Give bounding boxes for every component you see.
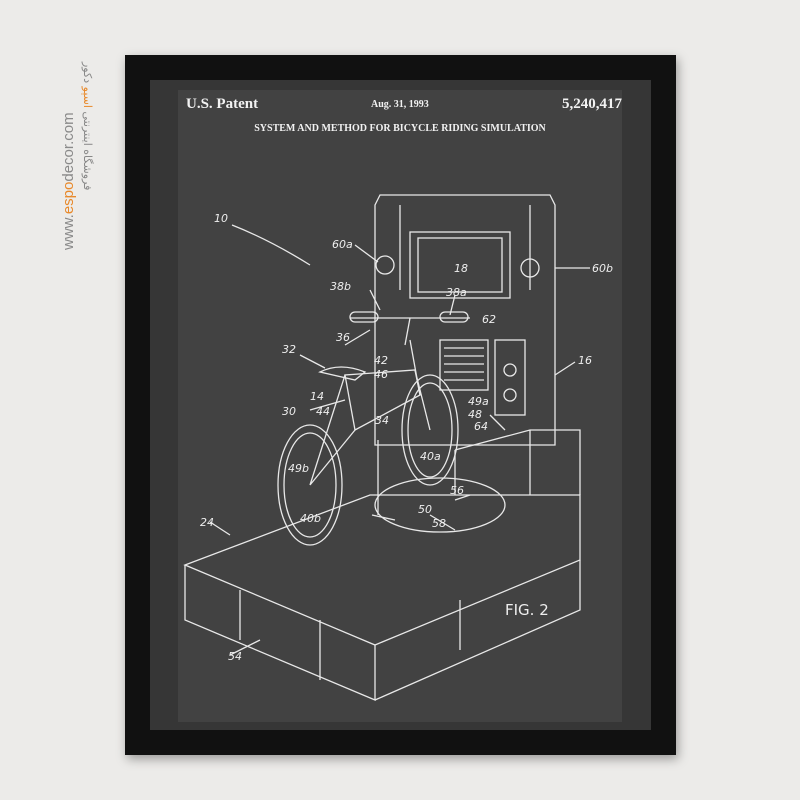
label-38b: 38b (330, 280, 351, 293)
patent-date: Aug. 31, 1993 (371, 99, 429, 110)
label-64: 64 (474, 420, 488, 433)
figure-label: FIG. 2 (505, 601, 549, 619)
label-40b: 40b (300, 512, 321, 525)
label-40a: 40a (420, 450, 441, 463)
label-16: 16 (578, 354, 592, 367)
label-60b: 60b (592, 262, 613, 275)
watermark-text: فروشگاه اینترنتی (81, 107, 94, 191)
label-18: 18 (454, 262, 468, 275)
label-56: 56 (450, 484, 464, 497)
label-62: 62 (482, 313, 496, 326)
label-54: 54 (228, 650, 242, 663)
watermark-brand: اسپو (81, 86, 94, 108)
label-24: 24 (200, 516, 214, 529)
label-58: 58 (432, 517, 446, 530)
label-49a: 49a (468, 395, 489, 408)
patent-number: 5,240,417 (562, 96, 622, 112)
persian-watermark: فروشگاه اینترنتی اسپو دکور (80, 62, 94, 190)
bicycle-simulator-drawing (183, 194, 590, 701)
label-44: 44 (316, 405, 330, 418)
label-42: 42 (374, 354, 388, 367)
watermark-text: decor.com (60, 112, 77, 182)
patent-poster: U.S. Patent Aug. 31, 1993 5,240,417 SYST… (178, 90, 622, 722)
patent-title: SYSTEM AND METHOD FOR BICYCLE RIDING SIM… (254, 123, 546, 134)
patent-label: U.S. Patent (186, 96, 259, 112)
label-32: 32 (282, 343, 296, 356)
label-36: 36 (336, 331, 350, 344)
label-14: 14 (310, 390, 324, 403)
website-watermark: www.espodecor.com (60, 112, 77, 250)
label-60a: 60a (332, 238, 353, 251)
label-49b: 49b (288, 462, 309, 475)
watermark-text: www. (60, 214, 77, 250)
watermark-text: دکور (81, 62, 94, 87)
label-30: 30 (282, 405, 296, 418)
label-46: 46 (374, 368, 388, 381)
drawing-labels: 10 60a 60b 18 38b 38a 36 62 32 42 46 16 … (200, 212, 613, 663)
label-10: 10 (214, 212, 228, 225)
label-38a: 38a (446, 286, 467, 299)
label-34: 34 (375, 414, 389, 427)
label-48: 48 (468, 408, 482, 421)
watermark-brand: espo (60, 181, 77, 215)
label-50: 50 (418, 503, 432, 516)
